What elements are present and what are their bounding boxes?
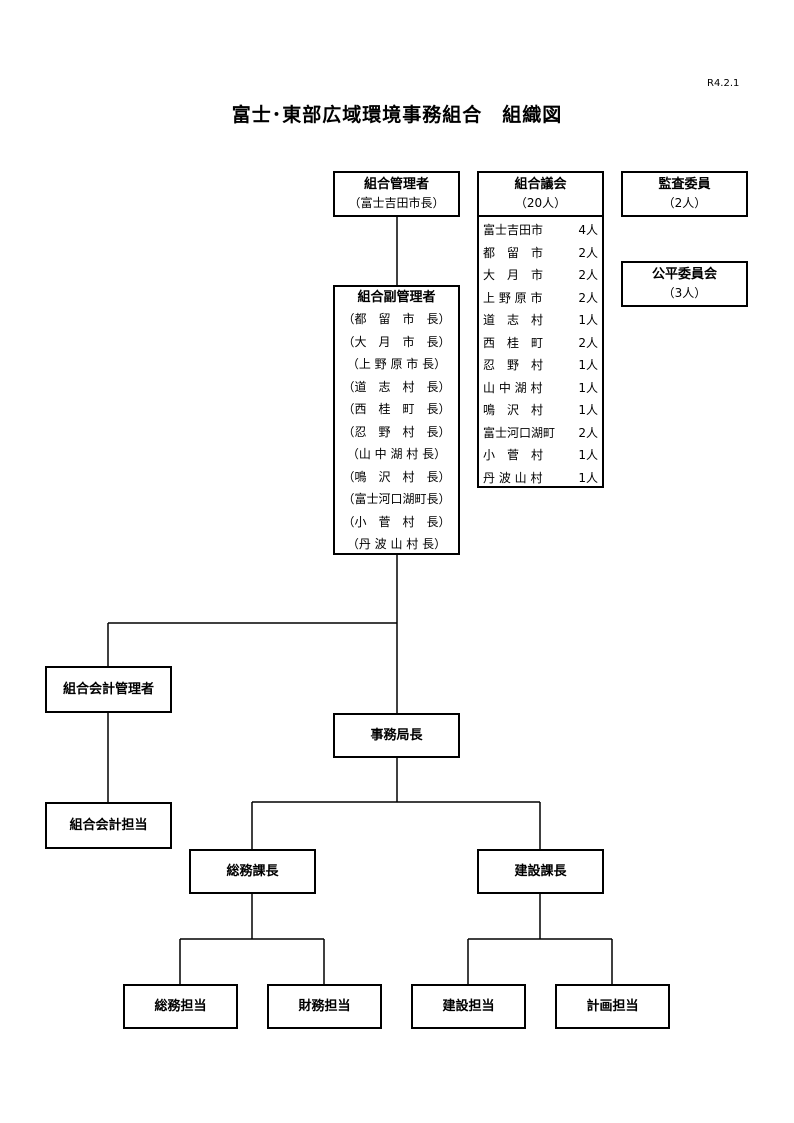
deputy-member: （小 菅 村 長） <box>342 514 451 529</box>
general-affairs-chief-label: 総務課長 <box>226 863 279 879</box>
finance-staff-box: 財務担当 <box>267 984 382 1029</box>
secretary-general-box: 事務局長 <box>333 713 460 758</box>
deputy-member: （大 月 市 長） <box>342 334 451 349</box>
general-affairs-staff-box: 総務担当 <box>123 984 238 1029</box>
deputy-member: （西 桂 町 長） <box>342 402 451 416</box>
deputy-member: （丹 波 山 村 長） <box>346 537 447 551</box>
deputy-manager-label: 組合副管理者 <box>357 290 436 305</box>
page-title: 富士･東部広域環境事務組合 組織図 <box>231 104 563 126</box>
revision-label: R4.2.1 <box>707 78 740 89</box>
deputy-member: （山 中 湖 村 長） <box>346 447 447 461</box>
auditor-sub: （2人） <box>662 196 707 210</box>
construction-staff-label: 建設担当 <box>442 998 495 1014</box>
accounting-staff-box: 組合会計担当 <box>45 802 172 849</box>
general-affairs-staff-label: 総務担当 <box>154 998 207 1014</box>
construction-staff-box: 建設担当 <box>411 984 526 1029</box>
finance-staff-label: 財務担当 <box>298 998 351 1014</box>
accounting-staff-label: 組合会計担当 <box>69 817 148 833</box>
assembly-label: 組合議会 <box>514 177 567 192</box>
fairness-committee-box: 公平委員会 （3人） <box>621 261 748 307</box>
manager-box: 組合管理者 （富士吉田市長） <box>333 171 460 217</box>
auditor-box: 監査委員 （2人） <box>621 171 748 217</box>
deputy-member: （鳴 沢 村 長） <box>342 469 451 484</box>
deputy-member: （忍 野 村 長） <box>342 424 451 439</box>
auditor-label: 監査委員 <box>658 177 711 192</box>
deputy-member: （富士河口湖町長） <box>342 492 451 506</box>
assembly-box: 組合議会 （20人） <box>477 171 604 217</box>
general-affairs-chief-box: 総務課長 <box>189 849 316 894</box>
accounting-manager-label: 組合会計管理者 <box>62 681 154 697</box>
construction-chief-box: 建設課長 <box>477 849 604 894</box>
fairness-committee-sub: （3人） <box>662 286 707 300</box>
manager-label: 組合管理者 <box>363 177 429 192</box>
deputy-member: （都 留 市 長） <box>342 312 451 326</box>
fairness-committee-label: 公平委員会 <box>651 267 717 282</box>
deputy-member: （上 野 原 市 長） <box>346 357 447 371</box>
construction-chief-label: 建設課長 <box>514 863 567 879</box>
planning-staff-box: 計画担当 <box>555 984 670 1029</box>
assembly-sub: （20人） <box>514 196 567 210</box>
deputy-member: （道 志 村 長） <box>342 379 451 394</box>
manager-sub: （富士吉田市長） <box>348 196 445 210</box>
planning-staff-label: 計画担当 <box>586 998 639 1014</box>
secretary-general-label: 事務局長 <box>370 727 423 743</box>
accounting-manager-box: 組合会計管理者 <box>45 666 172 713</box>
deputy-manager-box: 組合副管理者 （都 留 市 長） （大 月 市 長） （上 野 原 市 長） （… <box>333 285 460 555</box>
